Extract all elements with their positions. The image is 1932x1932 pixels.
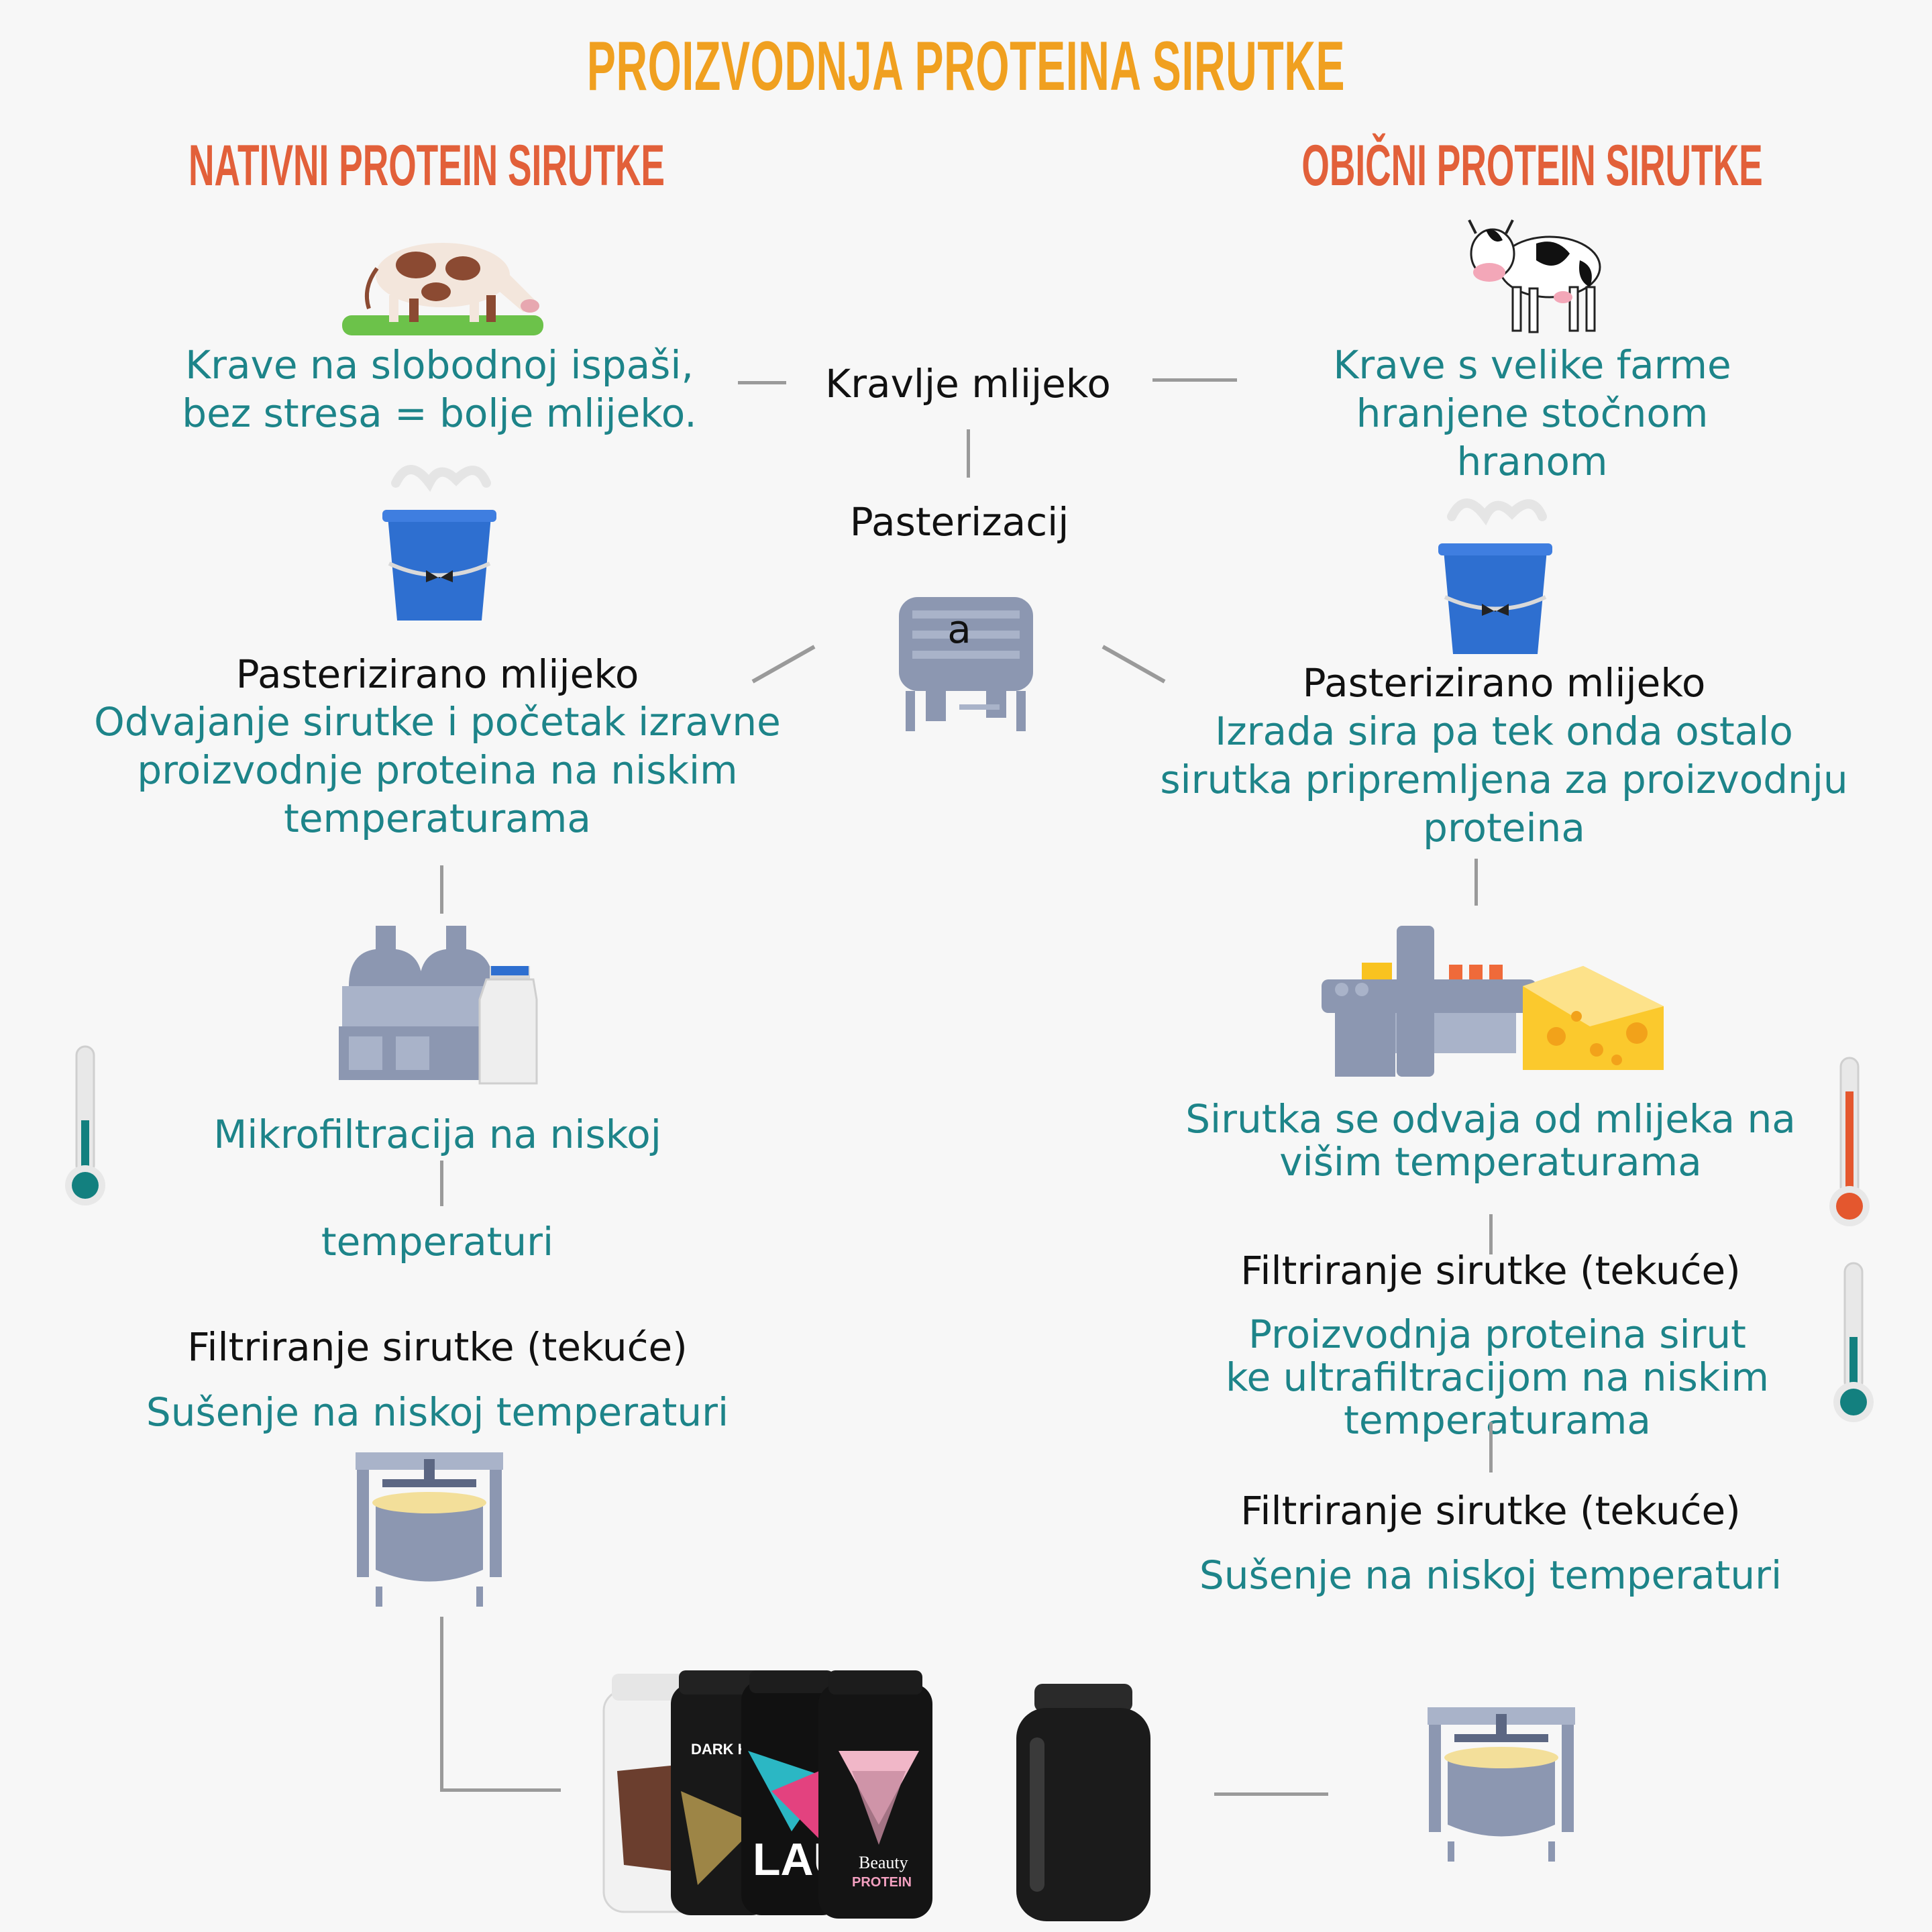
connector-milk-down bbox=[967, 429, 970, 478]
connector-right-ultrafiltration bbox=[1489, 1422, 1493, 1472]
page-title: PROIZVODNJA PROTEINA SIRUTKE bbox=[586, 28, 1346, 105]
connector-microfiltration bbox=[440, 1161, 443, 1206]
connector-tank-right bbox=[1102, 645, 1166, 684]
pasteurization-label-cont: a bbox=[947, 606, 971, 652]
cow-milk-label: Kravlje mlijeko bbox=[825, 361, 1111, 407]
generic-protein-jar-icon bbox=[1016, 1684, 1150, 1921]
grazing-cow-icon bbox=[342, 243, 543, 335]
milk-bucket-icon bbox=[382, 465, 496, 621]
jar-label-beauty: Beauty bbox=[859, 1853, 908, 1872]
connector-left-to-products-horizontal bbox=[440, 1788, 561, 1792]
right-whey-filtering-1: Filtriranje sirutke (tekuće) bbox=[1240, 1248, 1741, 1293]
low-temperature-thermometer-icon bbox=[1833, 1262, 1874, 1422]
jar-label-protein: PROTEIN bbox=[852, 1875, 912, 1890]
connector-milk-right bbox=[1152, 378, 1237, 382]
connector-left-separation bbox=[440, 865, 443, 914]
dairy-factory-icon bbox=[339, 926, 538, 1085]
left-pasteurized-milk: Pasterizirano mlijeko bbox=[235, 651, 639, 697]
connector-milk-left bbox=[738, 381, 786, 384]
connector-right-separation bbox=[1489, 1214, 1493, 1254]
cheese-factory-icon bbox=[1322, 926, 1664, 1077]
microfiltration-text-cont: temperaturi bbox=[321, 1219, 554, 1265]
connector-generic-jar-to-dryer bbox=[1214, 1792, 1328, 1796]
microfiltration-text: Mikrofiltracija na niskoj bbox=[213, 1112, 661, 1157]
connector-tank-left bbox=[751, 645, 816, 684]
right-low-temp-drying: Sušenje na niskoj temperaturi bbox=[1199, 1552, 1782, 1598]
connector-right-cheese bbox=[1474, 859, 1478, 906]
right-pasteurized-milk: Pasterizirano mlijeko bbox=[1302, 660, 1706, 706]
high-temperature-thermometer-icon bbox=[1829, 1057, 1870, 1226]
farm-cow-icon bbox=[1468, 219, 1601, 333]
drying-vat-icon bbox=[356, 1452, 503, 1607]
connector-left-to-products-vertical bbox=[440, 1617, 443, 1791]
native-protein-products-icon: DARK KN LAU Beauty PROTEIN bbox=[602, 1670, 932, 1919]
native-protein-heading: NATIVNI PROTEIN SIRUTKE bbox=[189, 133, 665, 198]
milk-bucket-icon bbox=[1438, 498, 1552, 654]
regular-protein-heading: OBIČNI PROTEIN SIRUTKE bbox=[1301, 133, 1763, 198]
low-temperature-thermometer-icon bbox=[65, 1045, 105, 1205]
drying-vat-icon bbox=[1428, 1707, 1575, 1862]
pasteurizer-tank-icon bbox=[899, 597, 1033, 731]
free-range-cows-text: Krave na slobodnoj ispaši,bez stresa = b… bbox=[182, 342, 697, 436]
right-whey-filtering-2: Filtriranje sirutke (tekuće) bbox=[1240, 1488, 1741, 1534]
left-whey-filtering: Filtriranje sirutke (tekuće) bbox=[187, 1324, 688, 1370]
pasteurization-label: Pasterizacij bbox=[849, 499, 1069, 545]
left-low-temp-drying: Sušenje na niskoj temperaturi bbox=[146, 1389, 729, 1435]
